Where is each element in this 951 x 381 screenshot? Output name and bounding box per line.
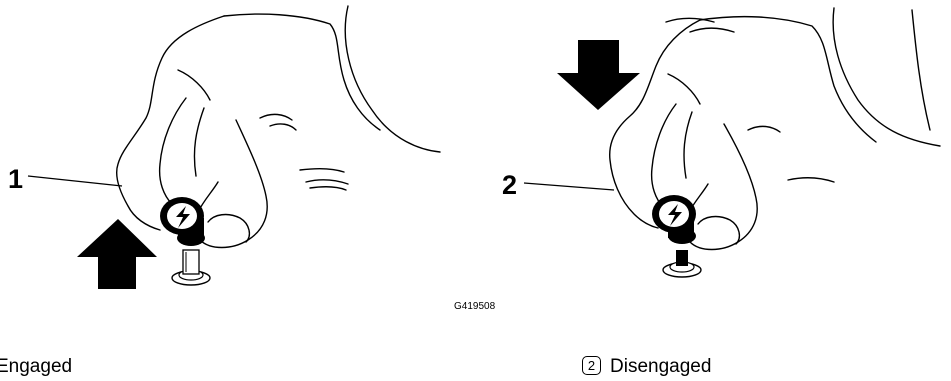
- hand-wrist-outline: [223, 13, 381, 131]
- hand-forearm-outline: [911, 9, 931, 131]
- palm-line: [299, 167, 345, 173]
- figure-id: G419508: [454, 301, 496, 312]
- legend-item-engaged: 1Engaged: [0, 356, 72, 378]
- hand-detail-line: [667, 73, 701, 105]
- arrow-up-icon: [77, 219, 157, 289]
- index-finger-outline: [650, 103, 677, 209]
- hand-forearm-outline: [832, 7, 941, 147]
- palm-line: [259, 113, 293, 121]
- switch-knob-engaged: [160, 197, 211, 286]
- hand-back-outline: [609, 19, 701, 229]
- index-finger-outline: [158, 97, 187, 205]
- index-finger-crease: [683, 111, 693, 179]
- hand-wrist-outline: [699, 15, 877, 143]
- switch-knob-disengaged: [652, 195, 702, 278]
- hand-detail-line: [177, 69, 211, 101]
- thumb-outline: [193, 119, 268, 249]
- callout-number-1: 1: [8, 164, 24, 194]
- arrow-down-icon: [557, 40, 640, 110]
- thumbnail-outline: [697, 215, 741, 245]
- legend-label: Engaged: [0, 356, 73, 377]
- palm-line: [309, 185, 347, 191]
- hand-back-outline: [116, 15, 225, 231]
- index-finger-crease: [193, 107, 205, 177]
- palm-line: [747, 125, 781, 133]
- legend-label: Disengaged: [610, 356, 712, 377]
- legend-number-badge: 2: [582, 356, 601, 375]
- hand-forearm-outline: [344, 5, 441, 153]
- palm-line: [665, 17, 715, 23]
- thumbnail-outline: [207, 213, 251, 243]
- palm-line: [689, 27, 735, 33]
- palm-line: [269, 123, 297, 131]
- thumb-outline: [683, 123, 758, 251]
- callout-number-2: 2: [502, 170, 518, 200]
- palm-line: [787, 177, 835, 183]
- callout-1-leader: [27, 175, 123, 187]
- palm-line: [305, 179, 349, 185]
- engaged-panel: [116, 5, 441, 249]
- callout-2-leader: [523, 182, 615, 191]
- legend-item-disengaged: 2 Disengaged: [582, 356, 711, 378]
